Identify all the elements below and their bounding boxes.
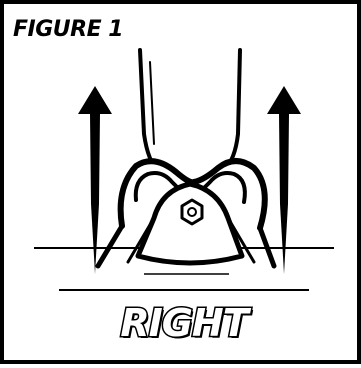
hex-bolt-icon	[180, 198, 204, 226]
figure-label: FIGURE 1	[13, 17, 124, 42]
tool-shaft	[138, 48, 242, 174]
right-up-arrow-icon	[267, 86, 301, 274]
left-up-arrow-icon	[78, 86, 112, 274]
caption-right: RIGHT	[119, 301, 250, 345]
base-block	[95, 181, 277, 269]
right-technique-illustration	[34, 48, 334, 291]
